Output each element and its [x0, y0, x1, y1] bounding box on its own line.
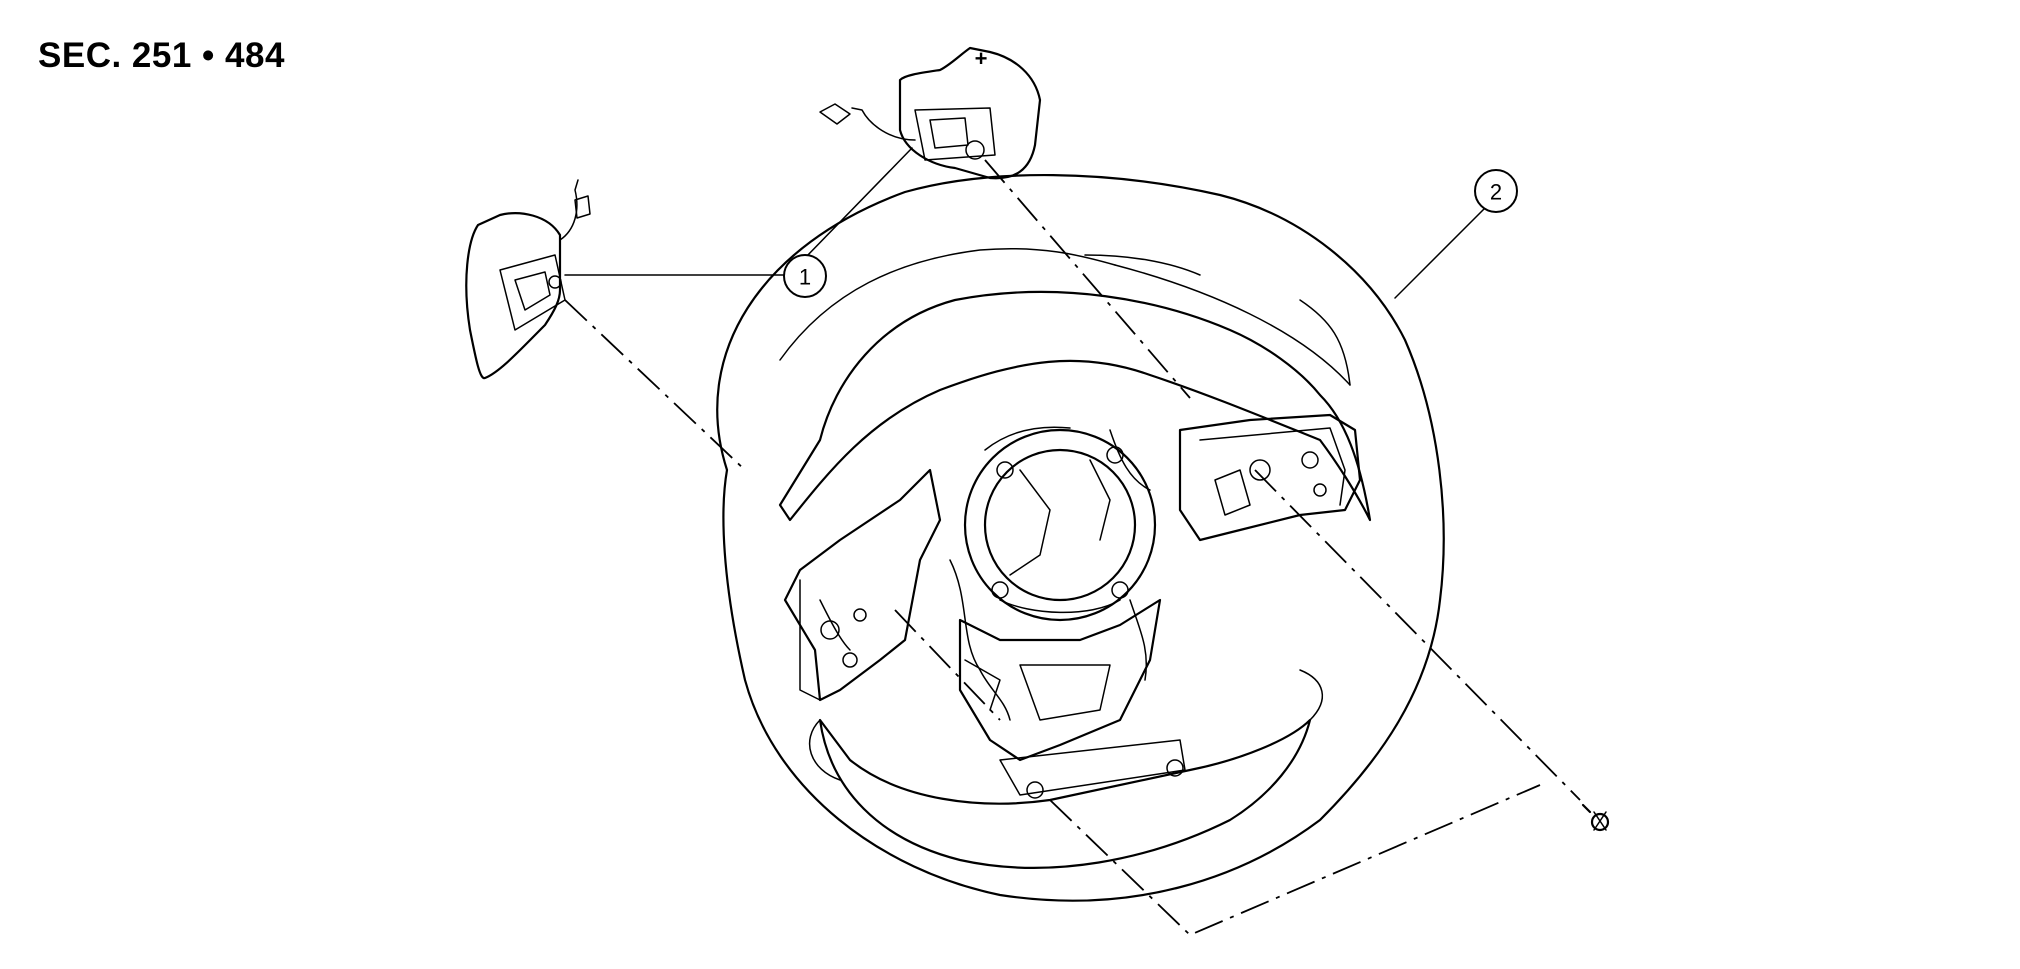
assembly-guide-lines: [564, 159, 1581, 937]
plus-symbol: +: [975, 46, 988, 71]
paddle-shifter-icon: +: [819, 46, 1042, 180]
paddle-shifter-icon: [465, 179, 591, 380]
callout-2-label: 2: [1490, 180, 1502, 205]
callout-leaders: [564, 147, 1486, 299]
callout-2: 2: [1474, 169, 1518, 213]
steering-wheel-icon: [716, 174, 1445, 902]
section-title: SEC. 251 • 484: [38, 36, 285, 75]
callout-1-label: 1: [799, 265, 811, 290]
screw-icon: [1581, 803, 1610, 832]
callout-1: 1: [783, 254, 827, 298]
